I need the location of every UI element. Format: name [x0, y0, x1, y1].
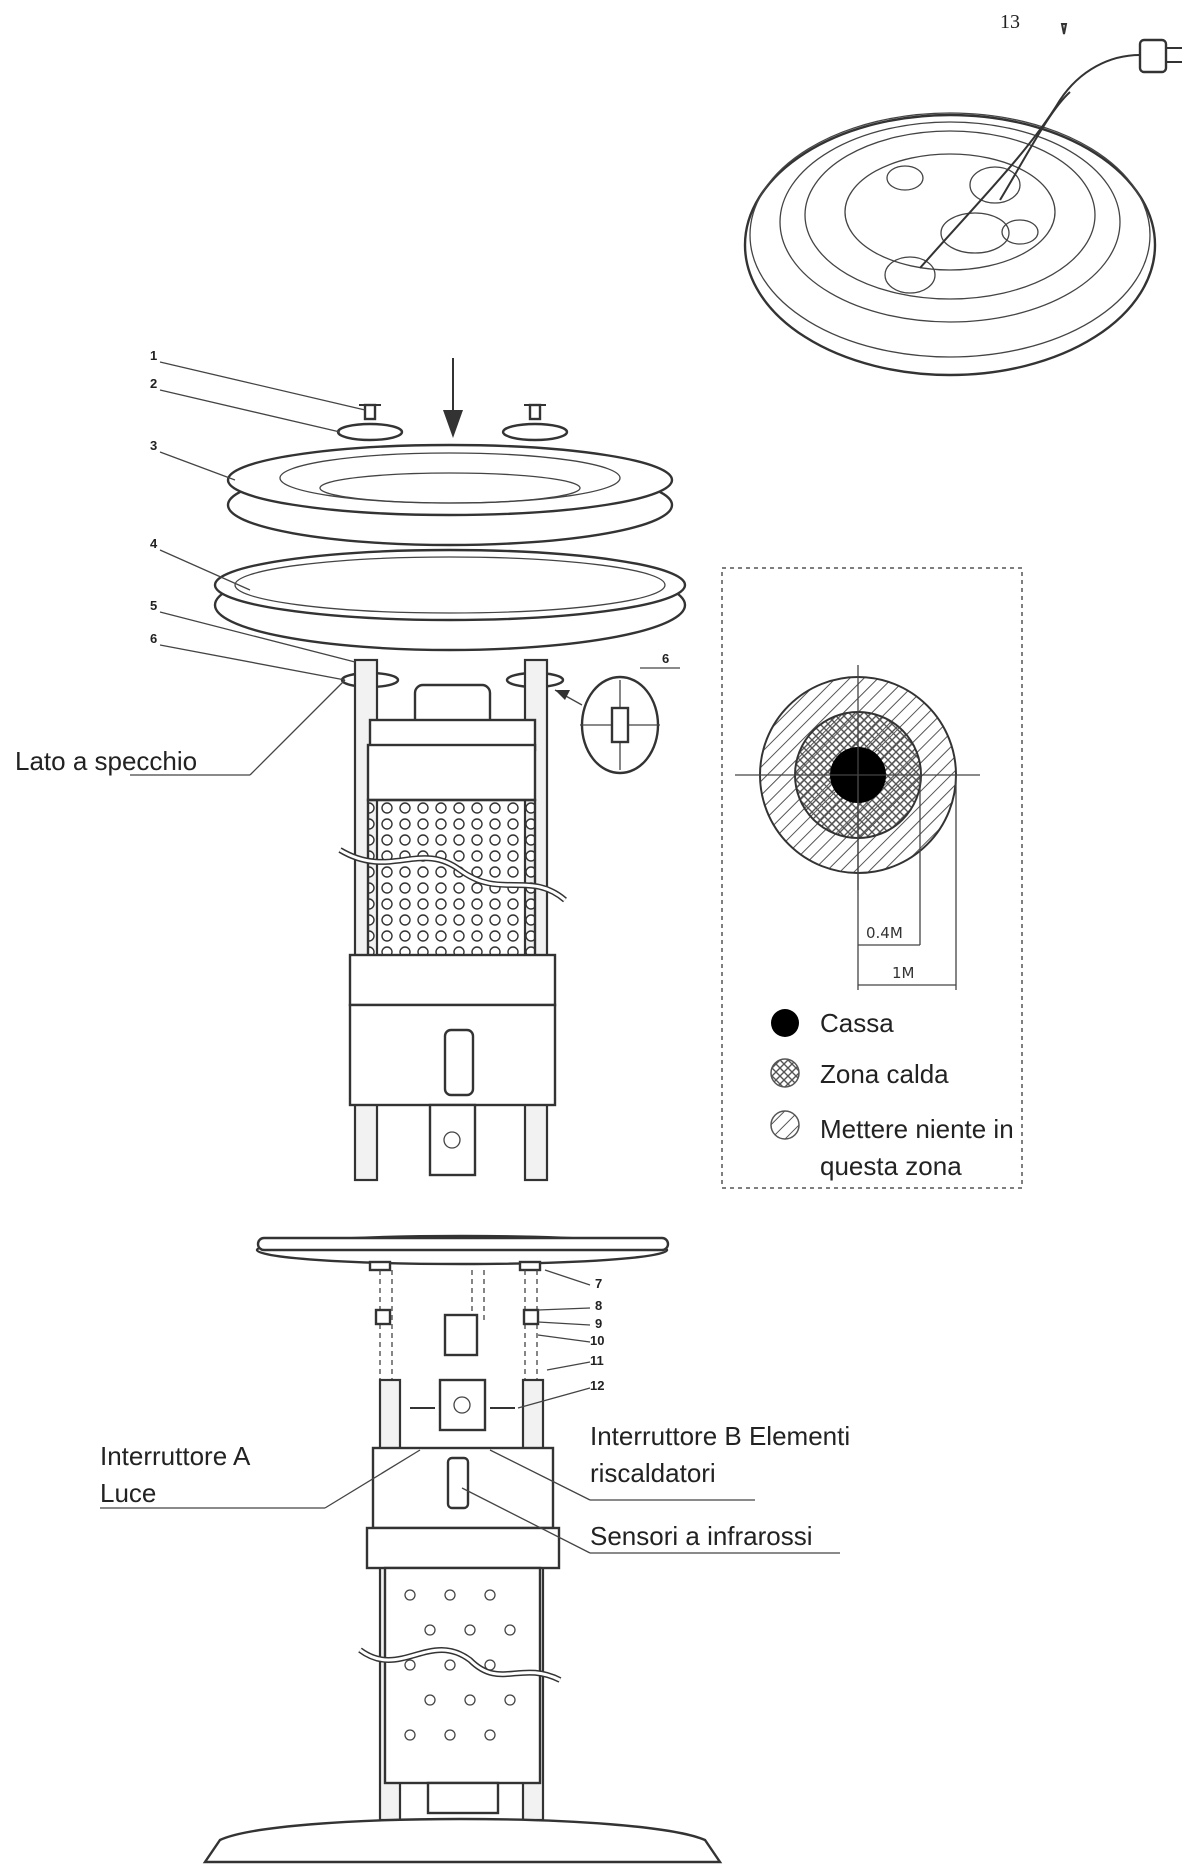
switch-a-label-line2: Luce	[100, 1478, 156, 1508]
base-top-view	[743, 23, 1182, 377]
part-number-9: 9	[595, 1316, 602, 1331]
mirror-side-label: Lato a specchio	[15, 746, 197, 776]
legend-swatch-cassa	[771, 1009, 799, 1037]
legend-swatch-keep-clear	[770, 1110, 800, 1140]
switch-a-label-line1: Interruttore A	[100, 1441, 251, 1471]
part-number-10: 10	[590, 1333, 604, 1348]
mirror-side-callout: Lato a specchio	[15, 679, 346, 776]
legend-hot-zone: Zona calda	[820, 1059, 949, 1089]
legend-keep-clear-line1: Mettere niente in	[820, 1114, 1014, 1144]
part-number-2: 2	[150, 376, 157, 391]
legend-cassa: Cassa	[820, 1008, 894, 1038]
part-number-12: 12	[590, 1378, 604, 1393]
part-number-8: 8	[595, 1298, 602, 1313]
dimension-inner: 0.4M	[866, 924, 903, 942]
upper-assembly	[213, 358, 687, 1182]
part-number-4: 4	[150, 536, 158, 551]
page-number: 13	[1000, 11, 1020, 33]
part-number-5: 5	[150, 598, 157, 613]
safety-zone-panel: 0.4M 1M Cassa Zona calda Mettere niente …	[721, 567, 1023, 1189]
lower-assembly	[202, 1234, 723, 1864]
legend-keep-clear-line2: questa zona	[820, 1151, 962, 1181]
switch-b-label-line2: riscaldatori	[590, 1458, 716, 1488]
infrared-sensor-label: Sensori a infrarossi	[590, 1521, 813, 1551]
part-number-6-detail: 6	[662, 651, 669, 666]
part-number-7: 7	[595, 1276, 602, 1291]
dimension-outer: 1M	[892, 964, 915, 982]
legend-swatch-hot-zone	[770, 1058, 800, 1088]
part-callouts-upper: 1 2 3 4 5 6 6	[150, 348, 680, 681]
part-number-1: 1	[150, 348, 157, 363]
control-callouts: Interruttore A Luce Interruttore B Eleme…	[100, 1421, 850, 1554]
switch-b-label-line1: Interruttore B Elementi	[590, 1421, 850, 1451]
part-number-11: 11	[590, 1353, 604, 1368]
part-callouts-lower: 7 8 9 10 11 12	[517, 1269, 604, 1409]
part-number-3: 3	[150, 438, 157, 453]
part-number-6: 6	[150, 631, 157, 646]
